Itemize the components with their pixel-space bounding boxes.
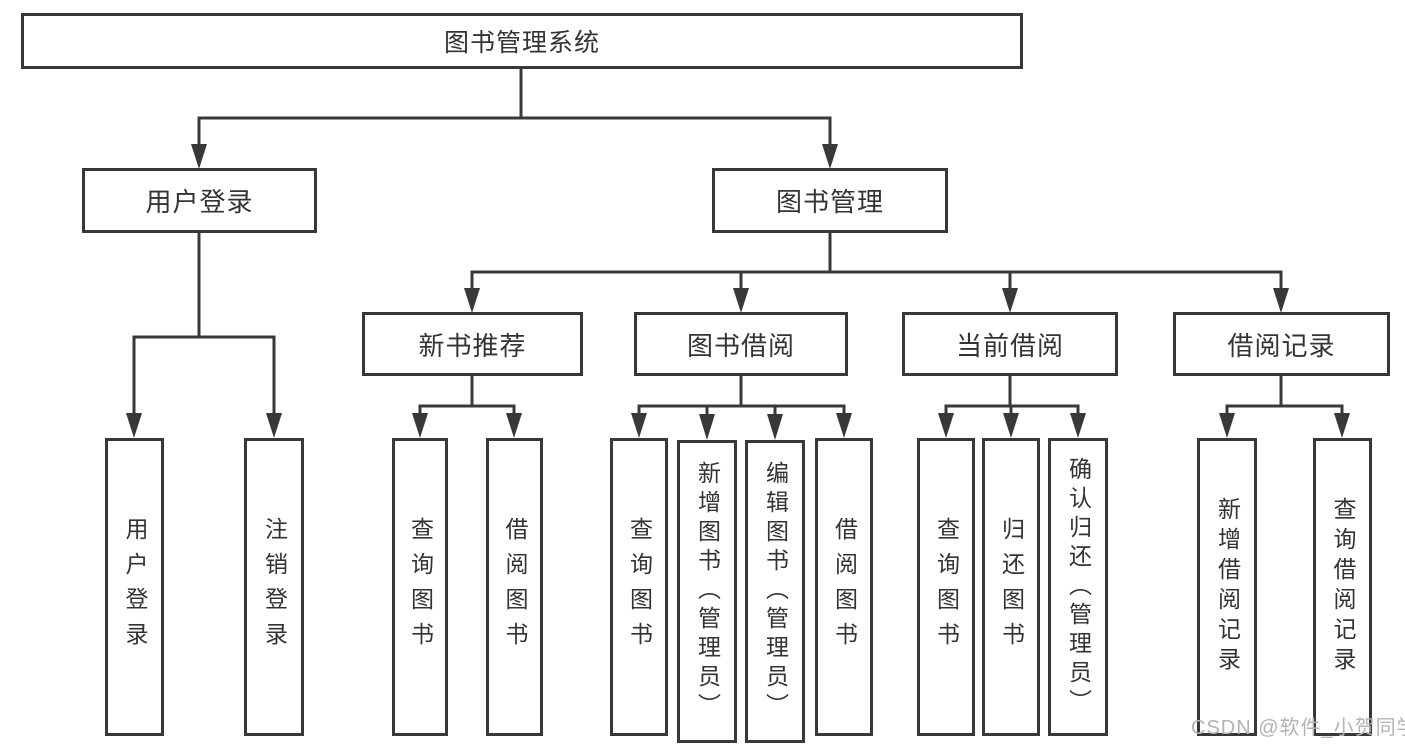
node-book-management: 图书管理	[712, 168, 948, 233]
node-cb-confirm-return-admin: 确认归还（管理员）	[1048, 438, 1108, 736]
node-rec-query-book: 查询图书	[392, 438, 448, 736]
node-logout: 注销登录	[244, 438, 304, 736]
node-bb-query-book-label: 查询图书	[626, 517, 653, 657]
node-bb-borrow-book-label: 借阅图书	[831, 517, 858, 657]
node-book-management-label: 图书管理	[775, 187, 884, 217]
node-current-borrowing: 当前借阅	[902, 312, 1118, 376]
node-cb-query-book: 查询图书	[917, 438, 975, 736]
node-cb-return-book: 归还图书	[982, 438, 1040, 736]
node-logout-label: 注销登录	[261, 517, 288, 657]
node-bb-borrow-book: 借阅图书	[815, 438, 873, 736]
node-rec-borrow-book-label: 借阅图书	[502, 517, 528, 657]
node-user-login-label: 用户登录	[145, 187, 254, 217]
node-new-book-recommend-label: 新书推荐	[418, 330, 527, 361]
node-new-book-recommend: 新书推荐	[362, 312, 583, 376]
node-bb-edit-book-admin-label: 编辑图书（管理员）	[762, 461, 789, 722]
node-user-login: 用户登录	[82, 168, 317, 233]
node-bb-add-book-admin-label: 新增图书（管理员）	[694, 461, 721, 722]
node-borrowing-records-label: 借阅记录	[1227, 330, 1336, 361]
node-rec-borrow-book: 借阅图书	[486, 438, 543, 736]
node-library-system-label: 图书管理系统	[443, 29, 600, 57]
csdn-watermark: CSDN @软件_小贺同学	[1191, 717, 1405, 739]
node-br-query-record-label: 查询借阅记录	[1330, 497, 1356, 677]
node-borrowing-records: 借阅记录	[1173, 312, 1390, 376]
node-book-borrowing: 图书借阅	[634, 312, 848, 376]
node-library-system: 图书管理系统	[21, 13, 1023, 69]
node-current-borrowing-label: 当前借阅	[955, 330, 1064, 361]
node-user-login-action: 用户登录	[105, 438, 164, 736]
node-br-add-record: 新增借阅记录	[1197, 438, 1257, 736]
node-br-add-record-label: 新增借阅记录	[1214, 497, 1241, 677]
node-br-query-record: 查询借阅记录	[1313, 438, 1372, 736]
node-cb-confirm-return-admin-label: 确认归还（管理员）	[1065, 456, 1092, 718]
node-bb-query-book: 查询图书	[610, 438, 668, 736]
node-bb-edit-book-admin: 编辑图书（管理员）	[745, 440, 805, 743]
node-rec-query-book-label: 查询图书	[407, 517, 434, 657]
node-book-borrowing-label: 图书借阅	[686, 330, 795, 361]
node-user-login-action-label: 用户登录	[122, 517, 148, 657]
node-cb-return-book-label: 归还图书	[998, 517, 1025, 657]
node-cb-query-book-label: 查询图书	[933, 517, 960, 657]
node-bb-add-book-admin: 新增图书（管理员）	[677, 440, 737, 743]
